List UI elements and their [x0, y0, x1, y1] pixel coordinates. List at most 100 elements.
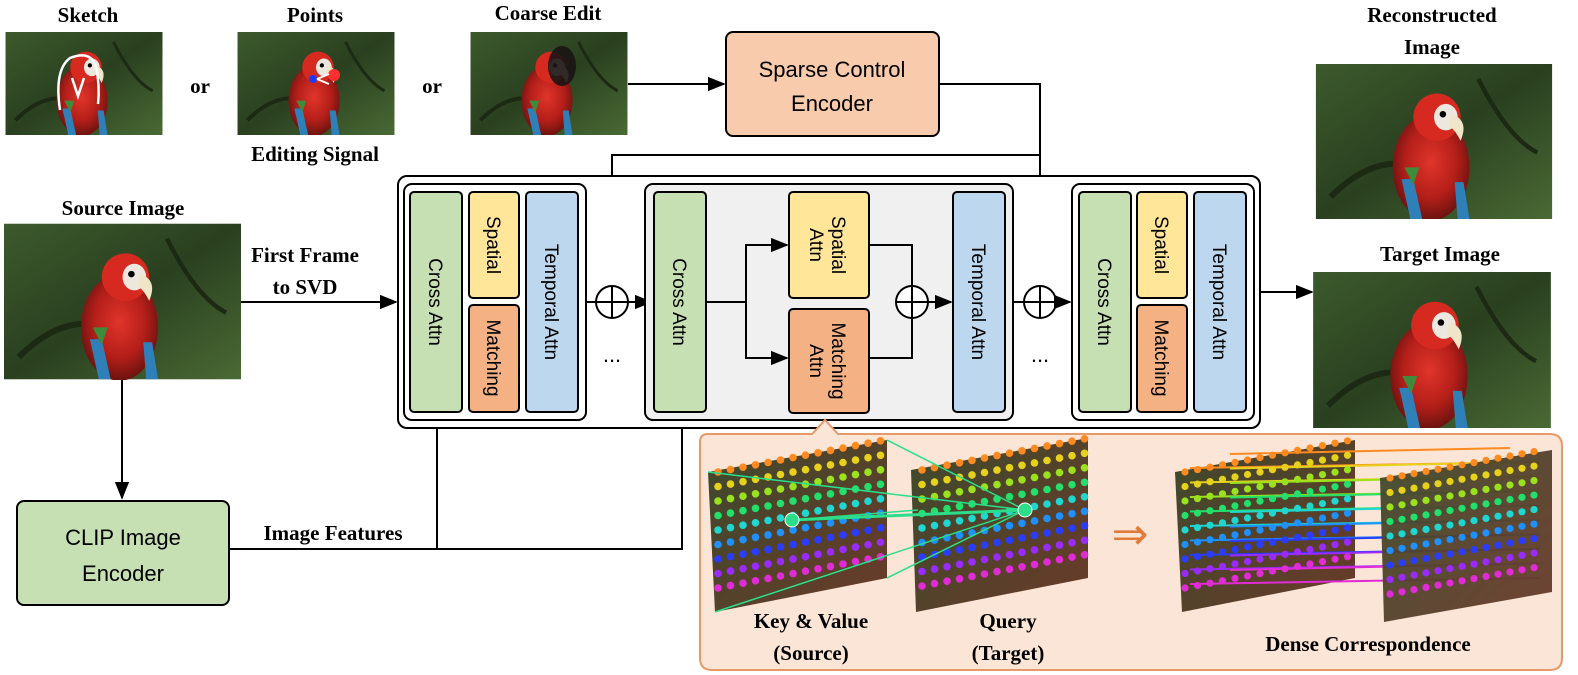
feature-dot	[876, 480, 885, 489]
feature-dot	[726, 494, 735, 503]
feature-dot	[1243, 543, 1252, 551]
coarse-edit-image	[470, 32, 628, 135]
block3-spatial-label: Spatial	[1150, 216, 1171, 274]
feature-dot	[826, 519, 835, 527]
feature-dot	[968, 543, 976, 552]
feature-dot	[814, 449, 822, 457]
feature-dot	[789, 555, 797, 563]
feature-dot	[1458, 461, 1466, 469]
to-matching-attn	[745, 302, 789, 366]
feature-dot	[1018, 548, 1026, 557]
feature-dot	[1068, 495, 1076, 504]
feature-dot	[1518, 464, 1526, 472]
feature-dot	[1494, 570, 1502, 578]
feature-dot	[1256, 541, 1264, 549]
editing-signal-label: Editing Signal	[251, 142, 379, 166]
feature-dot	[1055, 454, 1064, 462]
block3-temporal-label: Temporal Attn	[1208, 244, 1229, 360]
feature-dot	[1470, 575, 1478, 583]
feature-dot	[826, 533, 835, 542]
feature-dot	[776, 514, 785, 522]
feature-dot	[1293, 475, 1302, 483]
feature-dot	[839, 531, 847, 539]
feature-dot	[876, 495, 885, 503]
feature-dot	[1306, 516, 1314, 525]
feature-dot	[1494, 498, 1502, 506]
reconstructed-line2: Image	[1404, 35, 1460, 59]
feature-dot	[1193, 567, 1202, 575]
feature-dot	[789, 526, 797, 534]
feature-dot	[968, 471, 976, 479]
feature-dot	[801, 494, 810, 503]
feature-dot	[1331, 483, 1339, 491]
feature-dot	[1398, 588, 1406, 596]
feature-dot	[1268, 567, 1277, 575]
feature-dot	[1080, 493, 1089, 501]
feature-dot	[968, 514, 976, 523]
feature-dot	[1281, 536, 1289, 544]
block1-matching	[468, 304, 520, 413]
feature-dot	[1268, 538, 1277, 546]
feature-dot	[918, 567, 926, 576]
feature-dot	[1293, 504, 1302, 512]
feature-dot	[864, 482, 872, 491]
target-image-label: Target Image	[1380, 242, 1500, 266]
feature-dot	[1470, 502, 1478, 510]
feature-dot	[1494, 556, 1502, 564]
feature-dot	[839, 458, 847, 467]
block3-matching	[1136, 304, 1188, 413]
feature-dot	[751, 548, 760, 556]
sparse-encoder-line1: Sparse Control	[759, 57, 906, 82]
feature-dot	[1482, 543, 1490, 552]
feature-dot	[826, 562, 835, 571]
feature-dot	[714, 584, 722, 592]
feature-dot	[739, 463, 747, 472]
feature-dot	[1506, 568, 1514, 576]
feature-dot	[1181, 497, 1189, 505]
feature-dot	[1181, 540, 1189, 549]
block1-temporal-attn	[525, 191, 579, 413]
feature-dot	[1030, 502, 1039, 511]
feature-dot	[726, 552, 735, 561]
block2-spatial-attn-line2: Attn	[805, 228, 826, 262]
feature-dot	[826, 446, 835, 455]
feature-dot	[1080, 478, 1089, 487]
feature-dot	[764, 574, 772, 583]
feature-dot	[751, 519, 760, 527]
feature-dot	[864, 526, 872, 534]
feature-dot	[1518, 450, 1526, 458]
feature-dot	[1386, 517, 1394, 526]
feature-dot	[751, 490, 760, 498]
feature-dot	[1331, 555, 1339, 563]
feature-dot	[1030, 517, 1039, 525]
feature-dot	[801, 567, 810, 575]
feature-dot	[814, 536, 822, 544]
sketch-label: Sketch	[58, 3, 119, 27]
feature-dot	[1318, 529, 1327, 537]
feature-dot	[776, 557, 785, 566]
feature-dot	[1306, 458, 1314, 467]
feature-dot	[1193, 480, 1202, 488]
feature-dot	[1243, 485, 1252, 493]
feature-dot	[1018, 447, 1026, 455]
feature-dot	[1030, 473, 1039, 482]
feature-dot	[1422, 511, 1430, 519]
feature-dot	[1506, 495, 1514, 504]
feature-dot	[980, 497, 989, 506]
handle-point	[309, 75, 317, 83]
feature-dot	[1005, 521, 1014, 530]
feature-dot	[1256, 483, 1264, 491]
feature-dot	[1080, 536, 1089, 545]
feature-dot	[1268, 524, 1277, 532]
feature-dot	[789, 540, 797, 549]
feature-dot	[1494, 454, 1502, 462]
feature-dot	[1410, 586, 1418, 594]
feature-dot	[1281, 565, 1289, 573]
feature-dot	[1231, 574, 1239, 583]
feature-dot	[1446, 564, 1454, 573]
feature-dot	[1470, 546, 1478, 554]
feature-dot	[930, 521, 939, 530]
feature-dot	[814, 565, 822, 573]
feature-dot	[1434, 465, 1442, 473]
feature-dot	[1470, 531, 1478, 539]
